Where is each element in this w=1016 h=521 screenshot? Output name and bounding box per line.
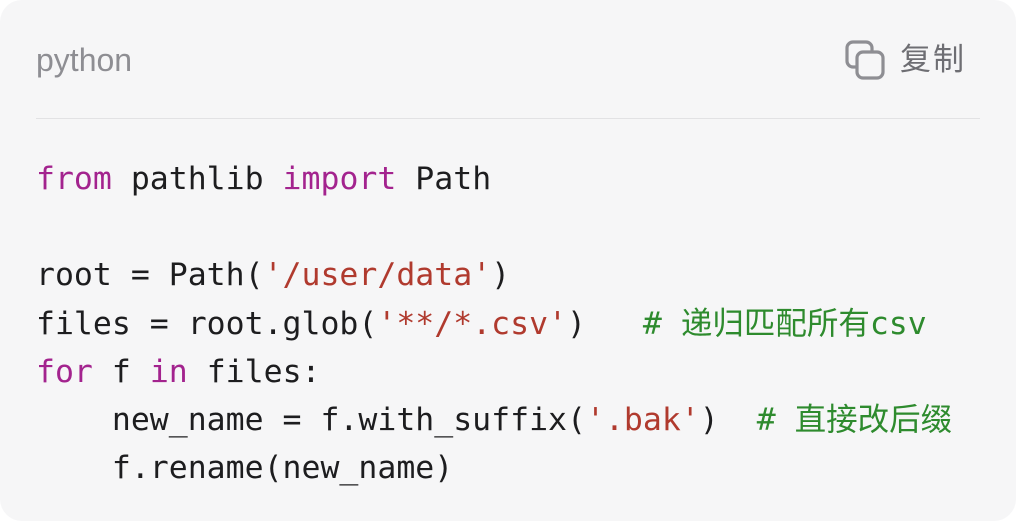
code-token-keyword: for — [36, 353, 93, 390]
code-token: f — [92, 353, 150, 390]
copy-icon — [844, 39, 886, 81]
code-token-string: '**/*.csv' — [377, 305, 568, 342]
code-token-string: '/user/data' — [263, 257, 492, 294]
code-token-comment: # 直接改后缀 — [756, 401, 953, 438]
code-line: f.rename(new_name) — [36, 444, 952, 492]
code-token-string: '.bak' — [585, 401, 700, 438]
code-content[interactable]: from pathlib import Path root = Path('/us… — [36, 155, 952, 492]
code-token-comment: # 递归匹配所有csv — [642, 305, 927, 342]
copy-label: 复制 — [900, 42, 966, 78]
code-line: new_name = f.with_suffix('.bak') # 直接改后缀 — [36, 396, 952, 444]
code-token-keyword: import — [282, 161, 397, 197]
code-token-keyword: from — [36, 161, 112, 197]
code-token: Path — [396, 161, 492, 197]
code-token-keyword: in — [149, 353, 188, 390]
code-token: pathlib — [111, 161, 283, 197]
code-token: files: — [187, 353, 321, 390]
code-token: ) — [491, 257, 511, 294]
code-line-blank — [36, 203, 952, 251]
code-line: root = Path('/user/data') — [36, 251, 952, 299]
language-label: python — [36, 42, 133, 78]
code-line: from pathlib import Path — [36, 155, 952, 203]
code-token: f.rename(new_name) — [36, 450, 454, 487]
code-token: files = root.glob( — [36, 305, 378, 342]
code-token: new_name = f.with_suffix( — [36, 401, 586, 438]
code-line: for f in files: — [36, 348, 952, 396]
code-token: root = Path( — [36, 257, 264, 294]
code-line: files = root.glob('**/*.csv') # 递归匹配所有cs… — [36, 300, 952, 348]
code-token: ) — [699, 401, 757, 438]
code-token: ) — [567, 305, 643, 342]
copy-button[interactable]: 复制 — [844, 38, 966, 82]
code-block-header: python 复制 — [36, 0, 980, 119]
